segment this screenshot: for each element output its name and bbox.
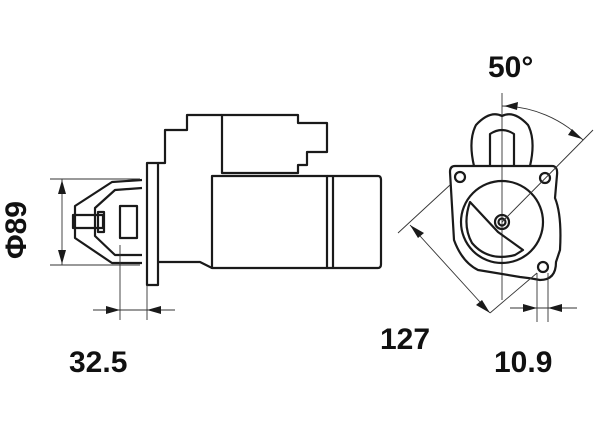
mounting-hole	[538, 171, 552, 185]
diameter-label: Φ89	[0, 201, 33, 259]
bolt-spacing-dimension	[397, 184, 538, 314]
mounting-hole	[453, 170, 467, 184]
pinion-gear	[118, 204, 139, 240]
flange-offset-label: 32.5	[69, 346, 128, 379]
flange-plate	[448, 164, 562, 282]
pinion-nose-cone	[73, 178, 143, 265]
angle-dimension	[501, 102, 584, 141]
shaft-inner	[497, 217, 507, 227]
pinion-window	[465, 200, 525, 258]
pinion-collar	[96, 210, 106, 234]
motor-body	[210, 174, 329, 270]
mounting-flange	[145, 161, 160, 287]
bolt-spacing-label: 127	[380, 323, 431, 356]
diameter-dimension	[50, 178, 140, 266]
drive-housing	[158, 113, 222, 269]
hole-offset-label: 10.9	[494, 346, 553, 379]
motor-housing-circle	[459, 179, 545, 265]
front-view	[397, 93, 594, 322]
shaft-outer	[493, 213, 511, 231]
solenoid-terminal-loop	[470, 113, 534, 167]
angle-label: 50°	[488, 51, 534, 84]
mounting-hole	[536, 260, 550, 274]
solenoid	[220, 113, 329, 175]
end-cap	[327, 174, 383, 270]
hole-offset-dimension	[510, 273, 577, 322]
side-view	[50, 113, 383, 320]
flange-offset-dimension	[93, 245, 175, 320]
diagonal-centerline	[501, 129, 594, 223]
